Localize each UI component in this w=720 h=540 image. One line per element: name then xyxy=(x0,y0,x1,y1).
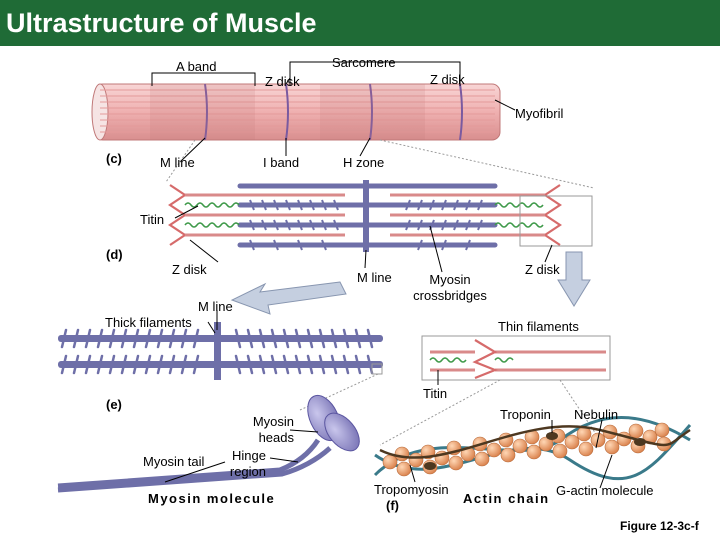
actin-chain-label: Actin chain xyxy=(463,491,550,506)
a-band-label: A band xyxy=(176,59,217,74)
titin-label-d: Titin xyxy=(140,212,165,227)
nebulin-label: Nebulin xyxy=(574,407,619,422)
title-bar: Ultrastructure of Muscle xyxy=(0,0,720,46)
titin-label-e: Titin xyxy=(423,386,448,401)
thick-filaments-label: Thick filaments xyxy=(105,315,192,330)
myosin-heads-text: Myosin heads xyxy=(252,414,294,445)
z-disk-label-top-right: Z disk xyxy=(430,72,465,87)
z-disk-label-d-left: Z disk xyxy=(172,262,207,277)
zoom-arrows xyxy=(230,251,591,315)
panel-d-label: (d) xyxy=(106,247,123,262)
myofibril-label: Myofibril xyxy=(515,106,564,121)
myosin-crossbridges-text: Myosin crossbridges xyxy=(413,272,487,303)
tropomyosin-label: Tropomyosin xyxy=(374,482,449,497)
panel-e-label: (e) xyxy=(106,397,122,412)
panel-f-label: (f) xyxy=(386,498,399,513)
thin-filaments xyxy=(421,335,611,381)
h-zone-label: H zone xyxy=(343,155,385,170)
z-disk-label-top-left: Z disk xyxy=(265,74,300,89)
myosin-molecule-label: Myosin molecule xyxy=(148,491,276,506)
m-line-label-c: M line xyxy=(160,155,195,170)
g-actin-molecule-label: G-actin molecule xyxy=(556,483,654,498)
myosin-tail-label: Myosin tail xyxy=(143,454,205,469)
myofibril xyxy=(91,83,501,141)
thick-filaments xyxy=(58,322,383,380)
myosin-crossbridges-label: Myosin crossbridges xyxy=(406,272,494,304)
figure-caption: Figure 12-3c-f xyxy=(620,519,699,533)
hinge-region-label: Hinge region xyxy=(218,448,266,480)
troponin-label: Troponin xyxy=(500,407,551,422)
m-line-label-d: M line xyxy=(357,270,392,285)
page-title: Ultrastructure of Muscle xyxy=(6,8,317,38)
z-disk-label-d-right: Z disk xyxy=(525,262,560,277)
sarcomere-label: Sarcomere xyxy=(332,55,396,70)
panel-c-label: (c) xyxy=(106,151,122,166)
myosin-molecule-drawing xyxy=(57,394,360,493)
m-line-label-e: M line xyxy=(198,299,233,314)
i-band-label: I band xyxy=(263,155,300,170)
actin-chain xyxy=(373,416,692,481)
thin-filaments-label: Thin filaments xyxy=(498,319,579,334)
hinge-region-text: Hinge region xyxy=(229,448,266,479)
sarcomere-filaments xyxy=(168,180,593,252)
myosin-heads-label: Myosin heads xyxy=(238,414,294,446)
